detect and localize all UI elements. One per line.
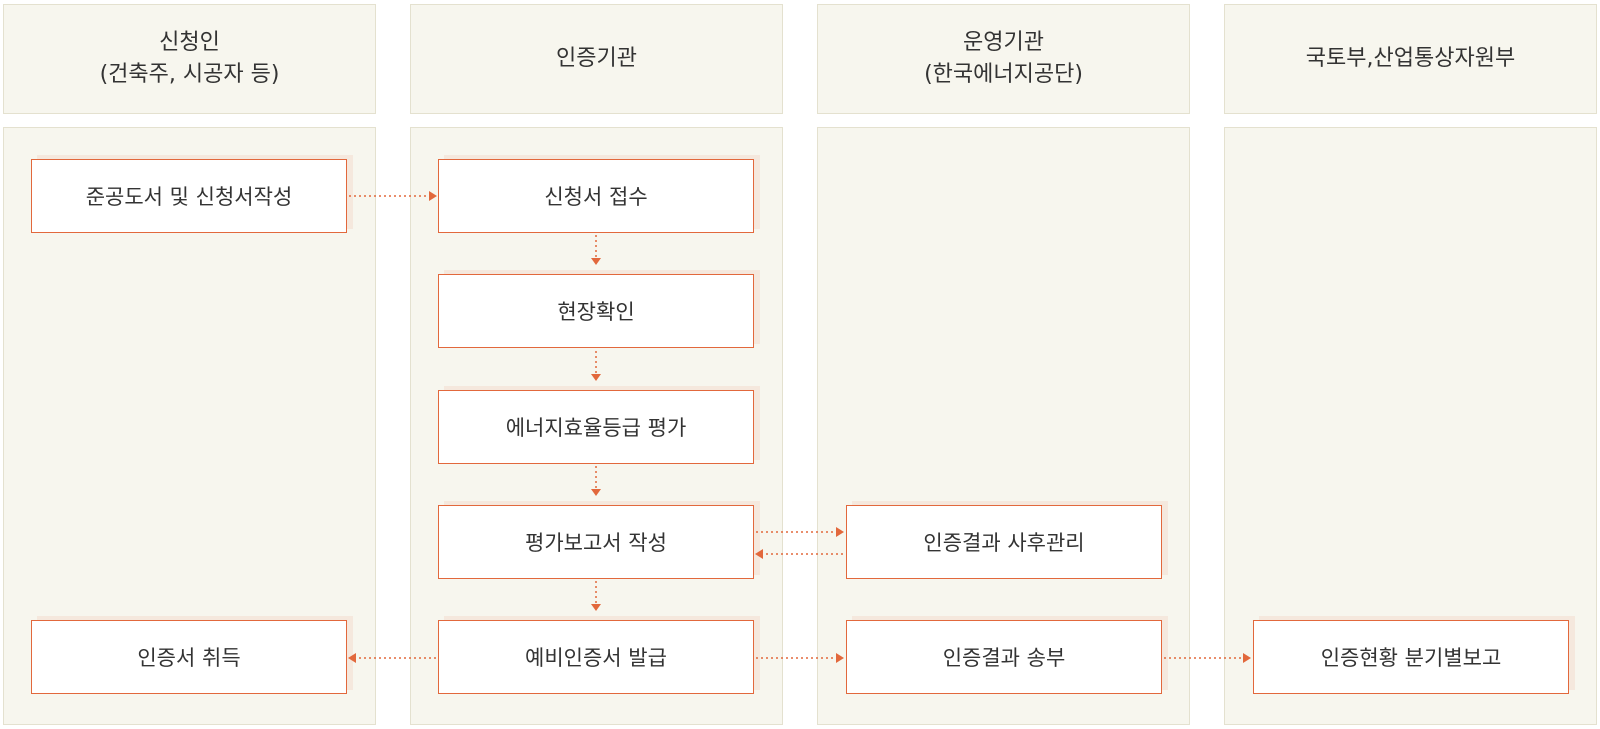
- step-quarterly-report: 인증현황 분기별보고: [1253, 620, 1569, 694]
- step-efficiency-evaluation: 에너지효율등급 평가: [438, 390, 754, 464]
- step-obtain-certificate: 인증서 취득: [31, 620, 347, 694]
- column-subtitle: (건축주, 시공자 등): [99, 62, 280, 87]
- step-prepare-application: 준공도서 및 신청서작성: [31, 159, 347, 233]
- column-title: 신청인: [159, 30, 220, 55]
- step-send-results: 인증결과 송부: [846, 620, 1162, 694]
- column-header-ministry: 국토부,산업통상자원부: [1224, 4, 1597, 114]
- column-header-applicant: 신청인 (건축주, 시공자 등): [3, 4, 376, 114]
- step-application-receipt: 신청서 접수: [438, 159, 754, 233]
- column-subtitle: (한국에너지공단): [924, 62, 1083, 87]
- column-title: 국토부,산업통상자원부: [1305, 46, 1516, 71]
- step-preliminary-certificate: 예비인증서 발급: [438, 620, 754, 694]
- column-title: 인증기관: [556, 46, 637, 71]
- step-follow-up-management: 인증결과 사후관리: [846, 505, 1162, 579]
- column-title: 운영기관: [963, 30, 1044, 55]
- step-site-inspection: 현장확인: [438, 274, 754, 348]
- column-header-certification-agency: 인증기관: [410, 4, 783, 114]
- column-header-operating-agency: 운영기관 (한국에너지공단): [817, 4, 1190, 114]
- step-evaluation-report: 평가보고서 작성: [438, 505, 754, 579]
